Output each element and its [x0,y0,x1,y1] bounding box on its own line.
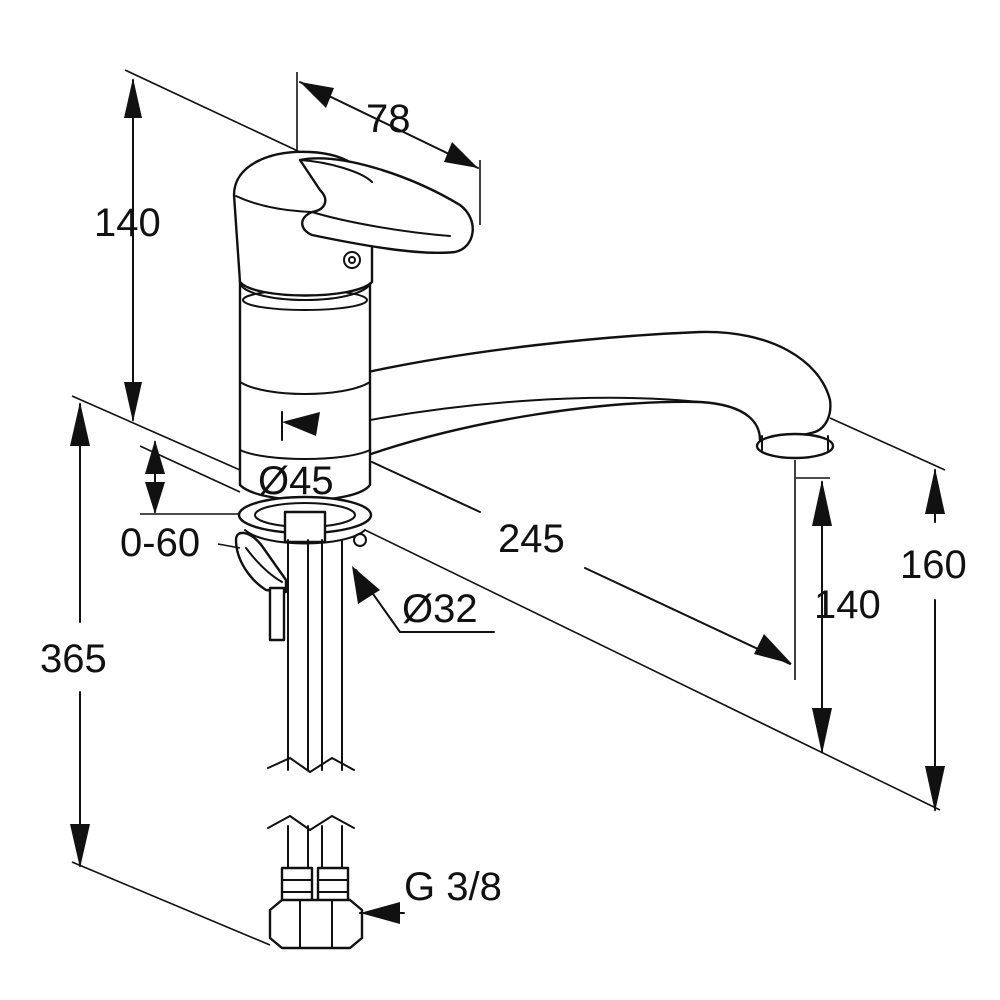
faucet-illustration [232,150,835,950]
extension-lines [71,69,946,946]
connection-nut [268,898,364,950]
label-spout-reach: 245 [498,517,565,561]
label-hole-diameter: Ø32 [402,587,478,631]
lever-handle [298,157,474,255]
supply-hose-left [287,539,309,771]
dim-hole-diameter: Ø32 [352,566,495,633]
dim-body-diameter: Ø45 [258,411,334,503]
dim-connection-thread: G 3/8 [359,865,502,924]
dim-handle-height: 140 [94,78,161,422]
dim-total-height: 365 [40,402,107,868]
label-handle-height: 140 [94,201,161,245]
dim-spout-reach: 245 [371,461,792,665]
label-total-height: 365 [40,637,107,681]
dim-handle-width: 78 [299,81,479,169]
dim-spout-clearance: 140 [812,480,881,754]
label-connection-thread: G 3/8 [404,865,502,909]
spout [366,330,832,457]
label-mount-thickness: 0-60 [120,521,200,565]
dim-spout-height: 160 [900,468,967,812]
label-spout-height: 160 [900,543,967,587]
aerator [755,432,835,460]
supply-hose-right [321,539,343,771]
label-handle-width: 78 [366,97,411,141]
label-body-diameter: Ø45 [258,459,334,503]
label-spout-clearance: 140 [814,583,881,627]
dim-mount-thickness: 0-60 [120,440,241,565]
